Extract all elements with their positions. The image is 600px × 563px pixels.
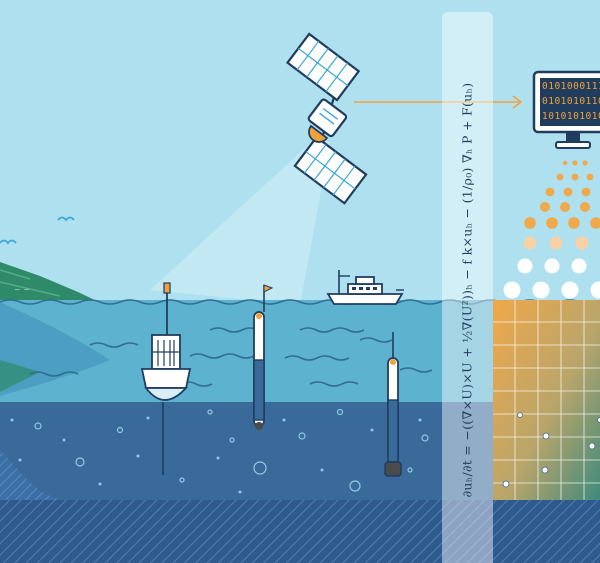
svg-text:~ ~: ~ ~ <box>14 285 30 294</box>
satellite-icon <box>285 32 368 205</box>
computer-monitor-icon <box>532 70 600 149</box>
seafloor-slope <box>0 450 60 500</box>
monitor-binary-row-2: 0101010110 <box>542 96 600 107</box>
data-transfer-arrow <box>354 95 523 109</box>
monitor-binary-row-3: 1010101010 <box>542 111 600 122</box>
bird-icon <box>0 239 17 245</box>
monitor-binary-row-1: 0101000111 <box>542 81 600 92</box>
buoy-icon <box>140 282 192 475</box>
profiling-float-icon <box>384 332 402 477</box>
bubbles <box>34 408 429 492</box>
data-dot-funnel <box>503 160 600 299</box>
model-grid <box>493 300 600 563</box>
land-slope <box>0 360 40 392</box>
momentum-equation: ∂uₕ/∂t = −((∇×U)×U + ½∇(U²))ₕ − f k×uₕ −… <box>459 82 475 498</box>
drifter-float-icon <box>253 284 274 430</box>
satellite-beam <box>150 136 330 305</box>
plankton-dots <box>10 416 422 494</box>
equation-panel <box>442 12 493 563</box>
ship-icon <box>326 270 404 305</box>
coastline: ~ ~ <box>0 262 105 305</box>
bird-icon <box>57 216 75 222</box>
